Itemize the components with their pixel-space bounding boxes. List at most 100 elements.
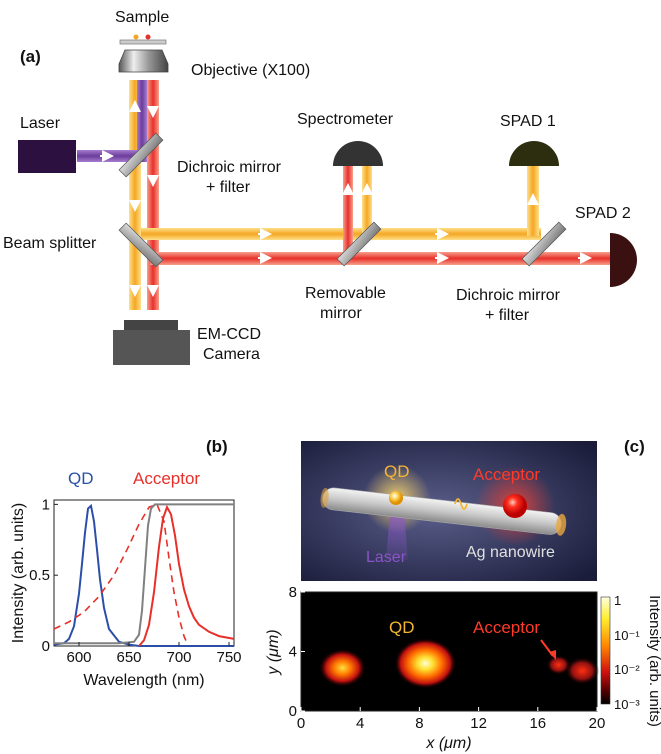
qd-beam-horizontal — [141, 228, 541, 240]
dichroic-2-label-line1: Dichroic mirror — [456, 287, 561, 304]
colorbar-tick-0-01: 10⁻² — [614, 662, 640, 677]
spectra-ytick-label: 0 — [42, 638, 50, 655]
colorbar-tick-1: 1 — [614, 593, 621, 608]
spad-2-label: SPAD 2 — [575, 205, 631, 222]
acceptor-particle — [503, 494, 527, 518]
map-xlabel: x (μm) — [425, 735, 471, 752]
dichroic-1-label-line2: + filter — [206, 179, 251, 196]
panel-c: (c) QD Acceptor Laser Ag nanowire — [265, 437, 661, 752]
panel-c-label: (c) — [624, 437, 645, 456]
spectra-ytick-label: 1 — [42, 496, 50, 513]
panel-b-label: (b) — [206, 437, 228, 456]
nanowire-start-glow — [320, 487, 329, 508]
map-acceptor-label: Acceptor — [473, 618, 540, 637]
em-ccd-camera — [113, 330, 190, 365]
spectrometer-label: Spectrometer — [297, 111, 394, 128]
map-spot-0 — [318, 648, 367, 688]
map-ylabel: y (μm) — [265, 629, 282, 675]
map-xtick-label: 16 — [529, 715, 546, 732]
map-spot-3 — [564, 656, 600, 685]
panel-b: (b) QD Acceptor 600 650 700 750 0 0.5 1 Intens… — [10, 437, 242, 689]
map-ytick-label: 8 — [289, 584, 297, 601]
nanowire-schematic: QD Acceptor Laser Ag nanowire — [301, 441, 597, 581]
spectra-plot: 600 650 700 750 0 0.5 1 — [29, 496, 241, 666]
sample-qd — [133, 34, 139, 40]
removable-mirror-label-line2: mirror — [320, 305, 362, 322]
dichroic-mirror-1 — [118, 132, 164, 178]
spectra-ticks: 600 650 700 750 0 0.5 1 — [29, 496, 241, 666]
map-qd-label: QD — [389, 618, 415, 637]
panel-a-label: (a) — [20, 47, 41, 66]
schematic-nanowire-label: Ag nanowire — [466, 544, 555, 561]
removable-mirror-label-line1: Removable — [305, 285, 386, 302]
map-spots — [318, 638, 600, 689]
nanowire-end-glow — [555, 513, 567, 536]
spectra-xlabel: Wavelength (nm) — [83, 672, 204, 689]
dichroic-mirror-2 — [521, 221, 567, 267]
map-spot-1 — [394, 638, 457, 689]
objective — [118, 49, 169, 73]
laser-beam-up — [137, 80, 147, 162]
colorbar: 1 10⁻¹ 10⁻² 10⁻³ Intensity (arb. units) — [600, 593, 661, 727]
map-xtick-label: 12 — [470, 715, 487, 732]
spectra-xtick-label: 600 — [66, 649, 91, 666]
sample-label: Sample — [115, 9, 169, 26]
spad-2 — [610, 233, 637, 287]
map-xtick-label: 20 — [589, 715, 606, 732]
schematic-acceptor-label: Acceptor — [473, 465, 540, 484]
laser-label: Laser — [20, 115, 61, 132]
spectrum-line-2 — [53, 503, 188, 644]
map-xtick-label: 0 — [297, 715, 305, 732]
laser-source — [18, 140, 76, 173]
removable-mirror — [336, 221, 382, 267]
spectra-xtick-label: 750 — [216, 649, 241, 666]
dichroic-2-label-line2: + filter — [485, 307, 530, 324]
acceptor-arrowhead-icon — [549, 650, 556, 660]
spectra-lines — [53, 503, 235, 647]
spectrum-line-0 — [53, 503, 234, 647]
colorbar-label: Intensity (arb. units) — [646, 595, 661, 727]
map-ticks: 0 4 8 12 16 20 0 4 8 — [289, 584, 606, 732]
schematic-laser-label: Laser — [366, 549, 407, 566]
acceptor-beam-vertical — [147, 80, 159, 310]
dichroic-1-label-line1: Dichroic mirror — [177, 159, 282, 176]
spectra-xtick-label: 700 — [166, 649, 191, 666]
fluorescence-map: 0 4 8 12 16 20 0 4 8 QD Acceptor x (μm) y (μm) — [265, 584, 605, 752]
spectrometer — [333, 141, 383, 166]
spectrum-line-1 — [138, 504, 235, 647]
map-ytick-label: 4 — [289, 644, 297, 661]
map-ytick-label: 0 — [289, 703, 297, 720]
sample-acceptor — [145, 34, 151, 40]
camera-label-line2: Camera — [203, 346, 260, 363]
spad-1-label: SPAD 1 — [500, 113, 556, 130]
spectra-ylabel: Intensity (arb. units) — [10, 503, 27, 644]
sample-stage — [118, 34, 169, 73]
camera-label-line1: EM-CCD — [197, 326, 261, 343]
colorbar-gradient — [600, 596, 611, 705]
map-xtick-label: 8 — [415, 715, 423, 732]
map-spot-2 — [546, 655, 571, 675]
spectrometer-red-beam — [343, 166, 353, 252]
sample-slide — [119, 39, 167, 45]
spad-1 — [509, 141, 559, 166]
spectrometer-yellow-beam — [362, 166, 372, 234]
qd-particle — [389, 491, 403, 505]
acceptor-series-label: Acceptor — [133, 469, 200, 488]
panel-a: (a) — [3, 9, 637, 365]
spectra-xtick-label: 650 — [116, 649, 141, 666]
schematic-qd-label: QD — [384, 462, 410, 481]
objective-label: Objective (X100) — [191, 62, 310, 79]
colorbar-tick-0-1: 10⁻¹ — [614, 628, 640, 643]
plasmon-wave-icon — [454, 498, 468, 510]
beam-splitter-label: Beam splitter — [3, 235, 97, 252]
beams — [77, 80, 610, 310]
colorbar-tick-0-001: 10⁻³ — [614, 697, 640, 712]
beam-arrows — [100, 100, 592, 297]
spectrum-line-3 — [54, 503, 234, 645]
spectra-ytick-label: 0.5 — [29, 567, 50, 584]
qd-series-label: QD — [68, 469, 94, 488]
beam-splitter — [118, 222, 164, 268]
map-xtick-label: 4 — [356, 715, 364, 732]
camera-lens — [124, 320, 178, 330]
